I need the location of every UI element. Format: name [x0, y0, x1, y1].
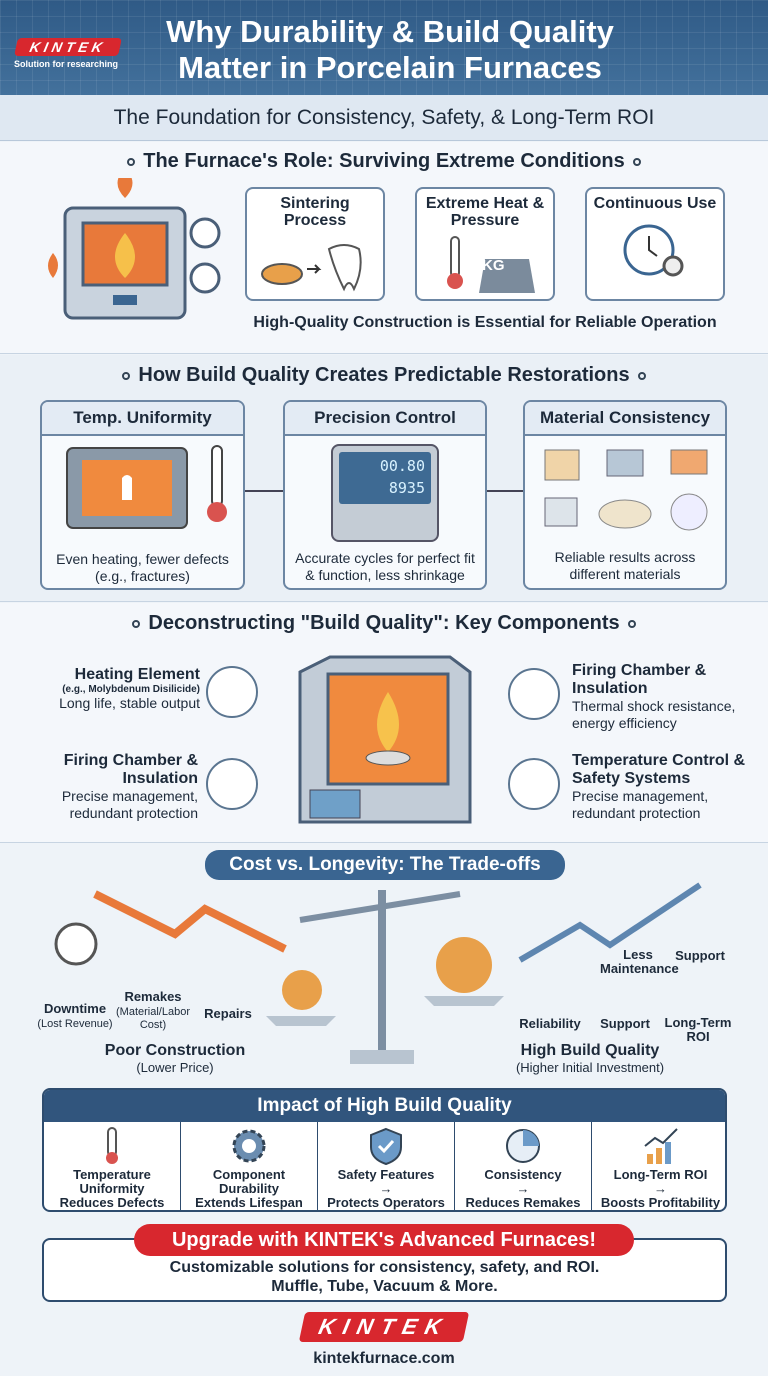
- thermometer-icon: [106, 1127, 118, 1164]
- furnace-illustration: [48, 178, 221, 320]
- section1-caption: High-Quality Construction is Essential f…: [253, 314, 717, 331]
- cost-scale-illustration: [54, 882, 702, 1064]
- impact-item-roi: Long-Term ROI→Boosts Profitability: [592, 1122, 725, 1210]
- cta-text: Customizable solutions for consistency, …: [169, 1259, 600, 1295]
- card-heat-pressure: Extreme Heat & Pressure: [415, 187, 555, 301]
- heating-coil-icon: [206, 666, 258, 718]
- high-build-quality-label: High Build Quality(Higher Initial Invest…: [515, 1042, 665, 1075]
- weight-label: KG: [482, 257, 505, 274]
- card-continuous-use: Continuous Use: [585, 187, 725, 301]
- poor-construction-label: Poor Construction(Lower Price): [104, 1042, 246, 1075]
- card-material-consistency: Material Consistency Reliable results ac…: [523, 400, 727, 590]
- materials-icon: [544, 449, 708, 531]
- high-item-reliability: Reliability: [519, 1016, 581, 1031]
- thermometer-weight-icon: [447, 236, 535, 293]
- gear-icon: [232, 1129, 266, 1163]
- poor-item-downtime: Downtime(Lost Revenue): [37, 1001, 113, 1030]
- insulation-layers-icon: [508, 668, 560, 720]
- high-item-roi: Long-Term ROI: [664, 1015, 732, 1044]
- section3-heading: Deconstructing "Build Quality": Key Comp…: [0, 612, 768, 635]
- section2-heading: How Build Quality Creates Predictable Re…: [0, 364, 768, 387]
- uniform-heat-icon: [66, 445, 227, 529]
- furnace-cutaway-illustration: [298, 655, 472, 824]
- impact-table: Impact of High Build Quality Temperature…: [42, 1088, 727, 1212]
- section4-heading: Cost vs. Longevity: The Trade-offs: [205, 850, 565, 880]
- poor-item-repairs: Repairs: [204, 1006, 252, 1021]
- gear-check-icon: [206, 758, 258, 810]
- poor-item-remakes: Remakes(Material/Labor Cost): [116, 989, 190, 1031]
- high-item-maintenance: Less Maintenance: [600, 947, 679, 976]
- pie-chart-icon: [506, 1129, 540, 1163]
- impact-heading: Impact of High Build Quality: [44, 1090, 725, 1122]
- shield-check-icon: [370, 1127, 402, 1166]
- section1-heading: The Furnace's Role: Surviving Extreme Co…: [0, 150, 768, 173]
- card-sintering: Sintering Process: [245, 187, 385, 301]
- clock-gear-icon: [623, 224, 684, 277]
- high-item-support: Support: [600, 1016, 650, 1031]
- high-item-support-top: Support: [675, 948, 725, 963]
- kintek-logo: KINTEK: [14, 38, 122, 56]
- logo-tagline: Solution for researching: [14, 59, 119, 69]
- impact-item-safety: Safety Features→Protects Operators: [318, 1122, 455, 1210]
- growth-chart-icon: [643, 1128, 678, 1164]
- page-subtitle: The Foundation for Consistency, Safety, …: [0, 95, 768, 141]
- chip-shield-icon: [508, 758, 560, 810]
- connector-arrows: [245, 490, 523, 492]
- cta-banner[interactable]: Upgrade with KINTEK's Advanced Furnaces!: [134, 1224, 634, 1256]
- component-heating-element: Heating Element(e.g., Molybdenum Disilic…: [59, 666, 200, 711]
- sintering-icon: [261, 244, 362, 292]
- card-temp-uniformity: Temp. Uniformity Even heating, fewer def…: [40, 400, 245, 590]
- impact-item-consistency: Consistency→Reduces Remakes: [455, 1122, 592, 1210]
- header-banner: [0, 0, 768, 95]
- footer-kintek-logo: KINTEK: [298, 1312, 470, 1342]
- website-link[interactable]: kintekfurnace.com: [313, 1350, 455, 1367]
